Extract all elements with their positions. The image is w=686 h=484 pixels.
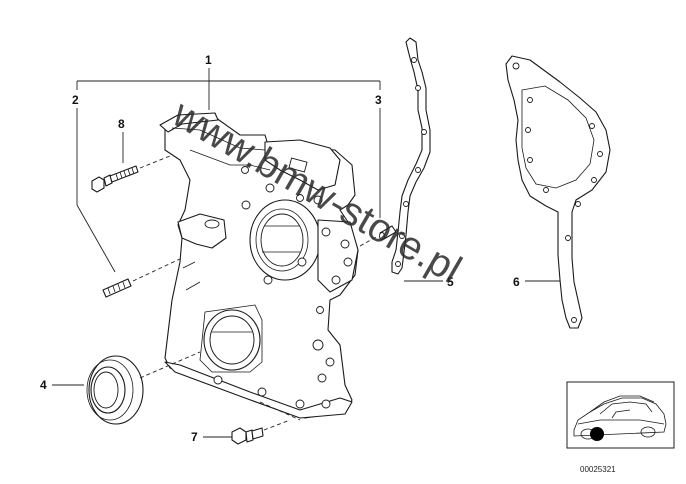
callout-7: 7 (191, 430, 232, 444)
reference-thumbnail: 00025321 (566, 381, 675, 474)
timing-cover-part-1 (159, 112, 359, 421)
location-marker-icon (590, 427, 604, 441)
stud-part-2 (102, 257, 183, 298)
callout-3: 3 (375, 93, 382, 218)
callout-6-label: 6 (513, 275, 520, 289)
thumbnail-frame (566, 381, 675, 449)
callout-3-label: 3 (375, 93, 382, 107)
reference-number: 00025321 (580, 465, 616, 474)
gasket-part-5 (391, 37, 431, 275)
callout-8-label: 8 (118, 117, 125, 131)
callout-4-label: 4 (40, 378, 47, 392)
callout-7-label: 7 (191, 430, 198, 444)
callout-1: 1 (205, 53, 212, 110)
callout-bracket (76, 80, 381, 90)
callout-4: 4 (40, 378, 84, 392)
callout-2: 2 (72, 93, 116, 273)
bolt-part-8 (91, 155, 171, 193)
callout-5-label: 5 (447, 275, 454, 289)
gasket-part-6 (505, 55, 611, 329)
dowel-pin-part-3 (359, 225, 397, 247)
bolt-part-7 (231, 419, 291, 445)
callout-8: 8 (118, 117, 125, 163)
callout-6: 6 (513, 275, 562, 289)
car-silhouette-icon (573, 395, 667, 440)
callout-2-label: 2 (72, 93, 79, 107)
shaft-seal-part-4 (86, 351, 201, 425)
callout-1-label: 1 (205, 53, 212, 67)
callout-5: 5 (404, 275, 454, 289)
